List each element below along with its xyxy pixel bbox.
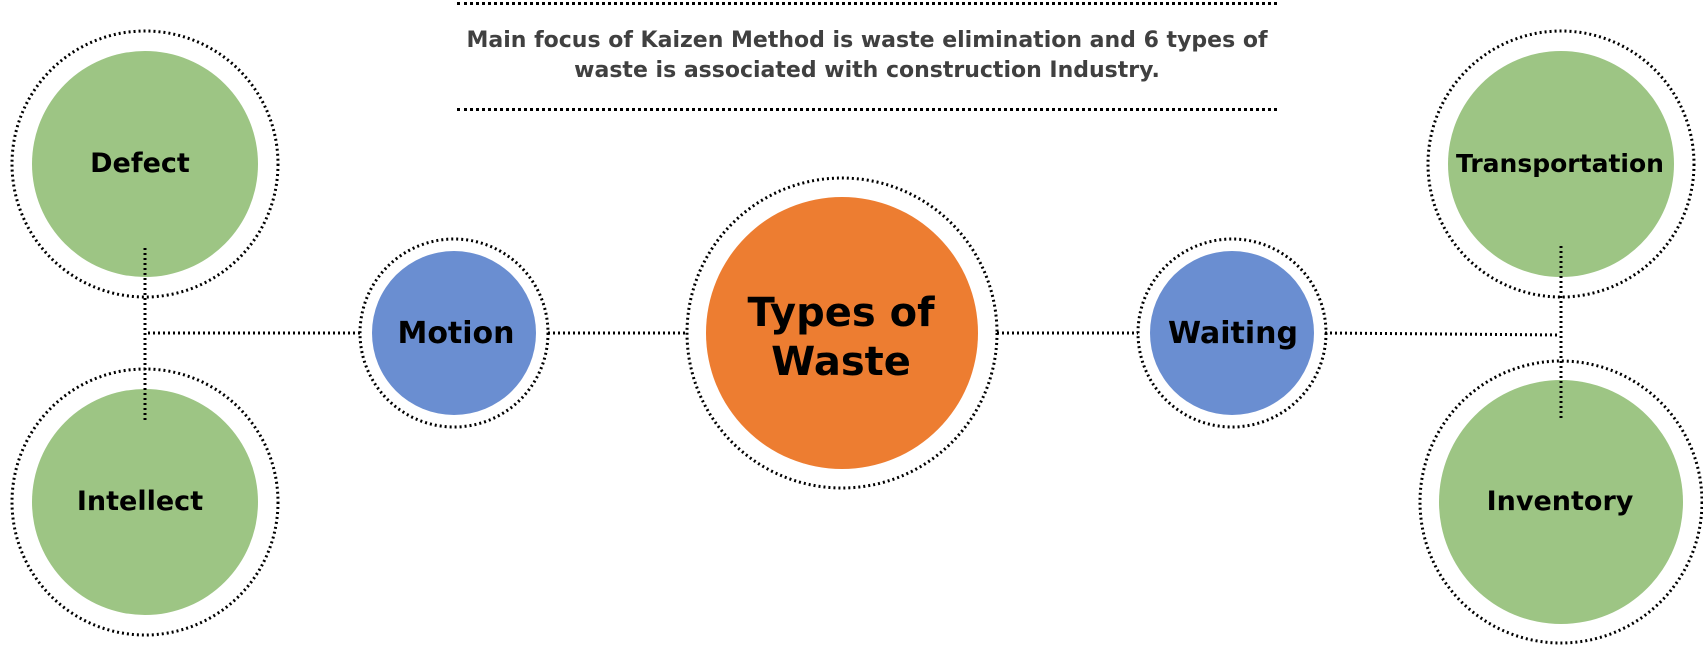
center-label-line2: Waste: [771, 339, 911, 385]
motion-label: Motion: [397, 316, 514, 351]
waiting-label: Waiting: [1168, 316, 1298, 351]
defect-circle: [32, 51, 258, 277]
defect-ring: [10, 29, 280, 299]
defect-label: Defect: [90, 148, 190, 179]
transportation-label: Transportation: [1456, 149, 1664, 178]
caption-top-rule: [457, 2, 1277, 5]
inventory-ring: [1418, 359, 1703, 645]
inventory-label: Inventory: [1487, 486, 1634, 517]
transportation-ring: [1426, 29, 1696, 299]
center-label-line1: Types of: [748, 290, 936, 336]
waiting-ring: [1136, 237, 1328, 429]
transportation-circle: [1448, 51, 1674, 277]
motion-circle: [372, 251, 536, 415]
motion-ring: [358, 237, 550, 429]
intellect-label: Intellect: [77, 486, 203, 517]
caption: Main focus of Kaizen Method is waste eli…: [466, 28, 1268, 83]
waiting-circle: [1150, 251, 1314, 415]
center-circle: [706, 197, 978, 469]
center-ring: [685, 176, 999, 490]
inventory-circle: [1439, 380, 1683, 624]
connector-right-trunk: [1324, 331, 1561, 337]
caption-bottom-rule: [457, 108, 1277, 111]
intellect-circle: [32, 389, 258, 615]
